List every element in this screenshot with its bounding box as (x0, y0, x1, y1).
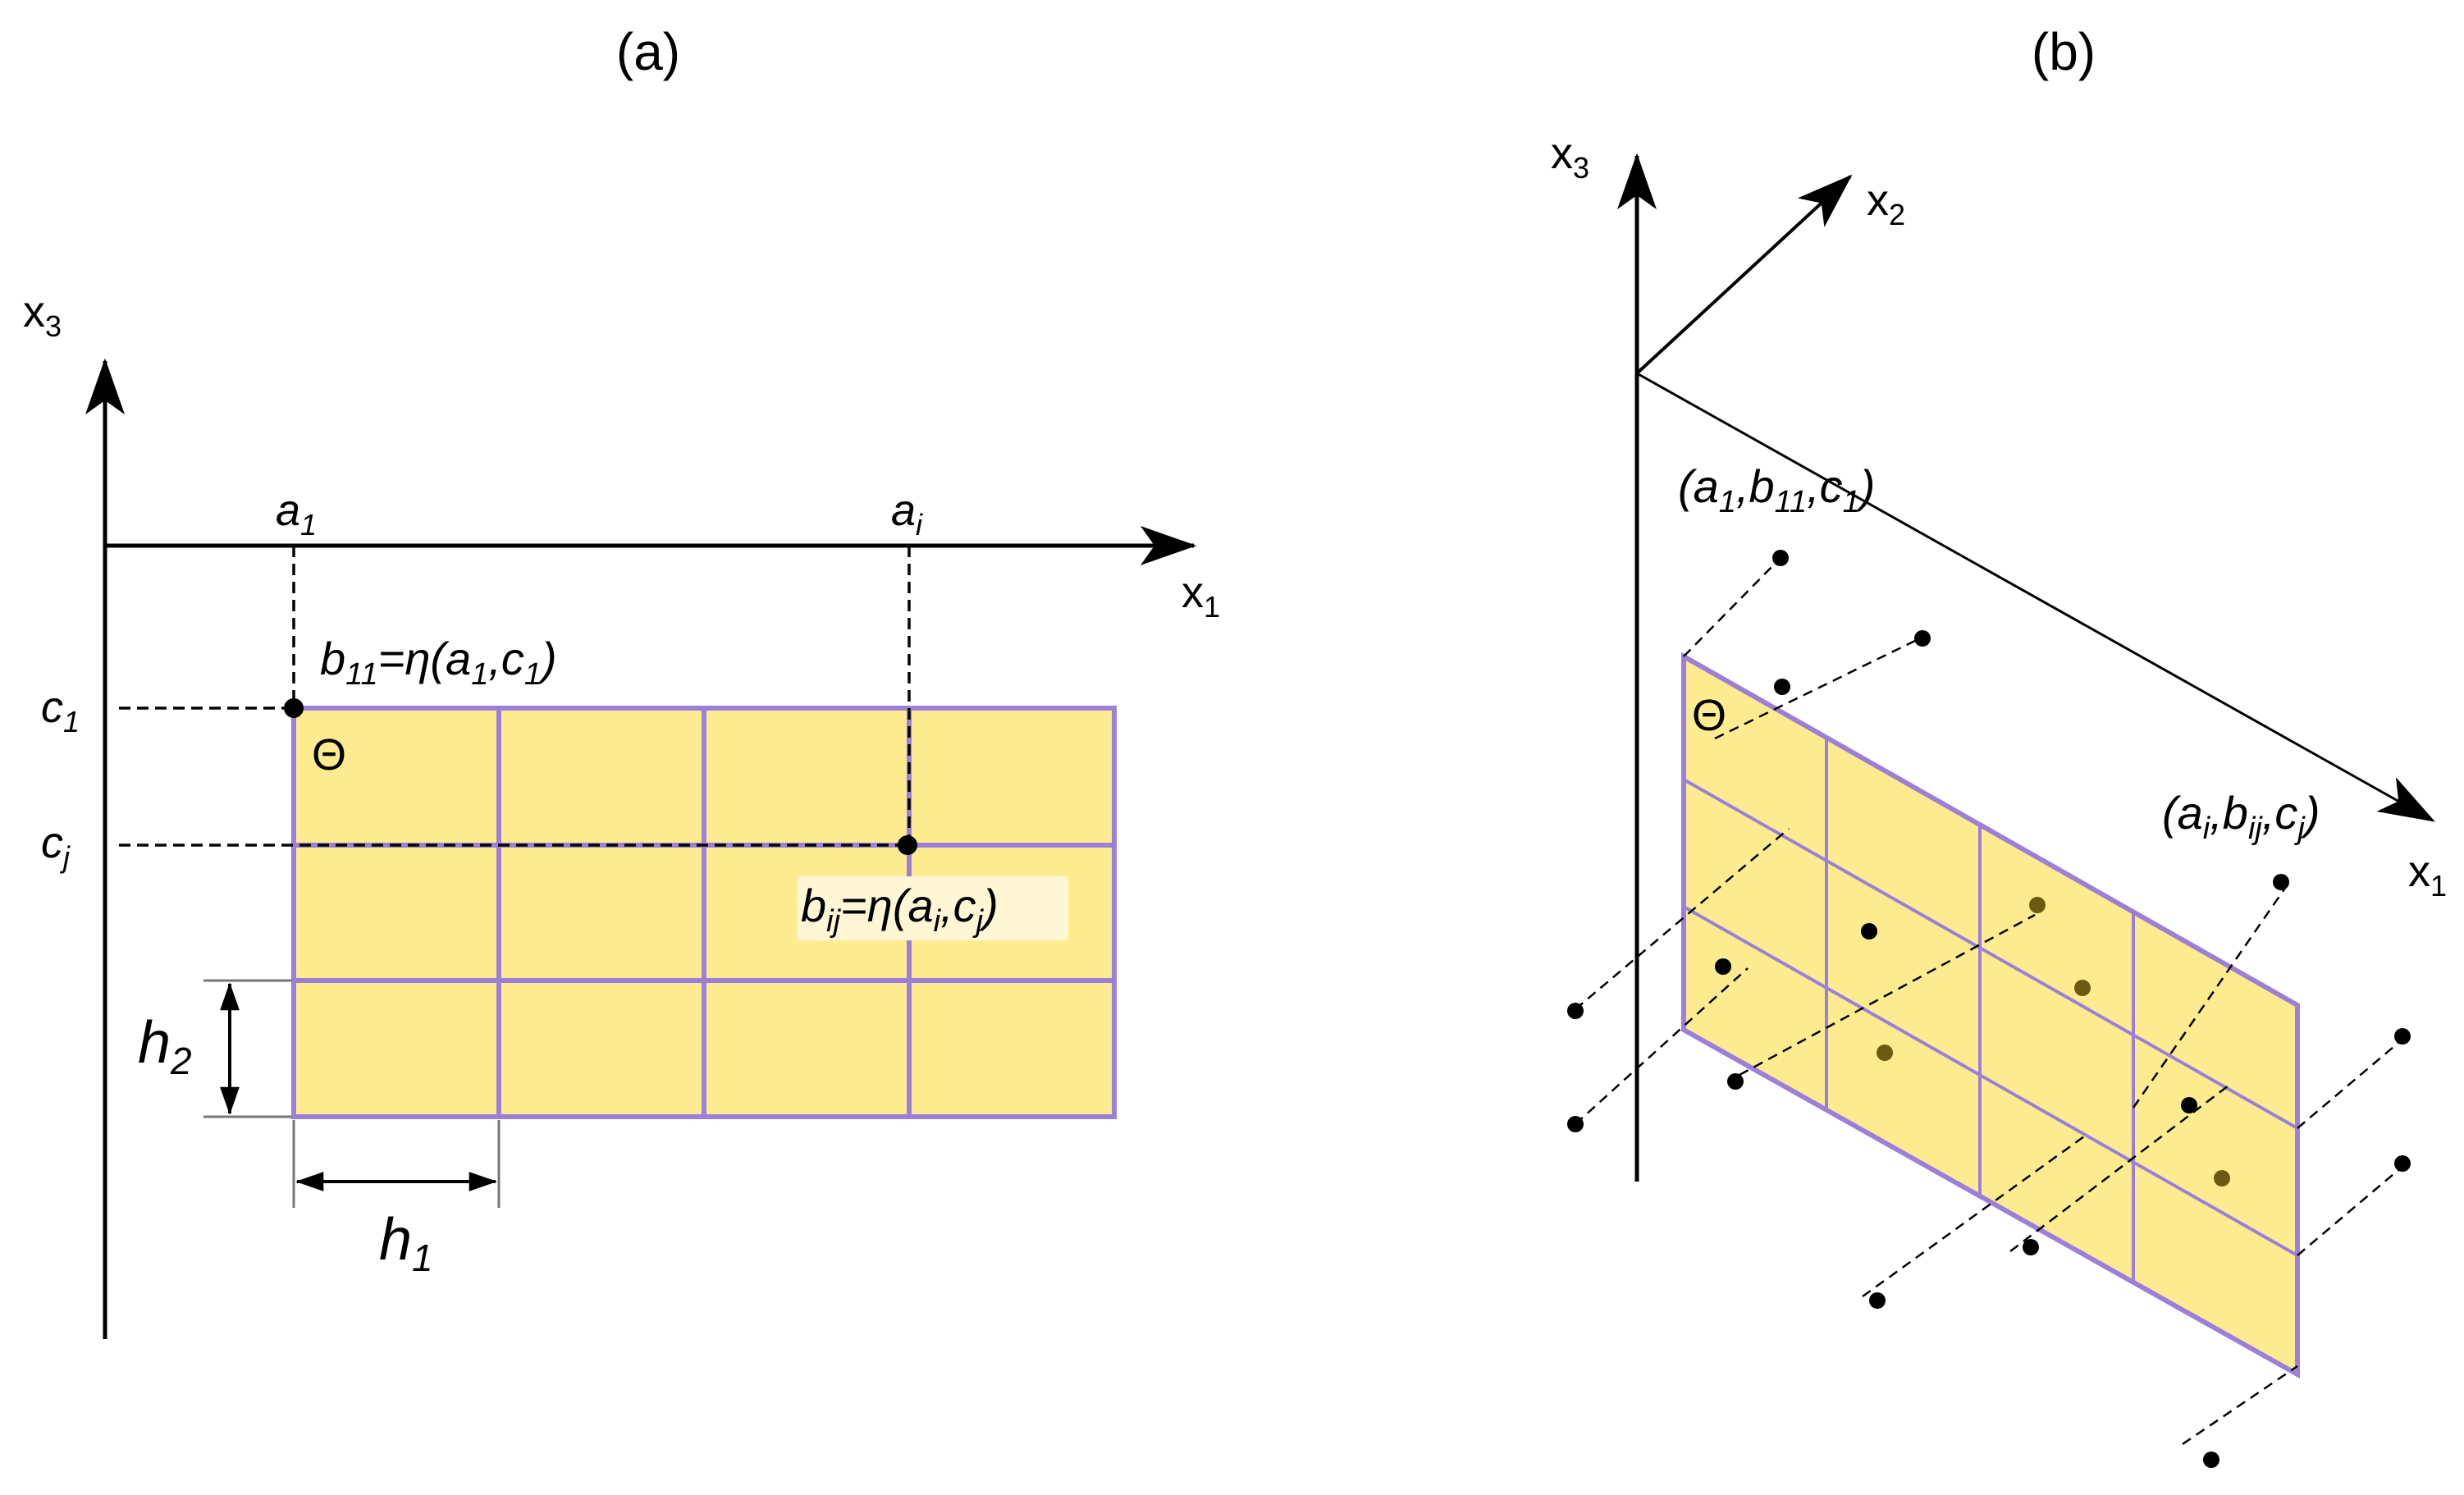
x3-axis-label-a: x3 (23, 287, 62, 343)
b11-label: b11=η(a1,c1) (320, 633, 557, 692)
x2-axis-b (1635, 174, 1853, 375)
panel-b-title: (b) (2032, 22, 2096, 81)
point-bij (898, 835, 917, 855)
ai-label: ai (891, 486, 923, 542)
panel-a: (a) (23, 22, 1220, 1339)
x1-axis-label-b: x1 (2408, 847, 2447, 903)
x1-axis-label-a: x1 (1182, 568, 1220, 624)
h2-label: h2 (138, 1010, 192, 1082)
dimension-h1 (292, 1120, 501, 1208)
point-b11 (284, 698, 304, 718)
panel-b: (b) (1551, 22, 2447, 1468)
depth-lines-b (1575, 557, 2405, 1446)
point-general-label: (ai,bij,cj) (2162, 787, 2320, 846)
x3-axis-label-b: x3 (1551, 129, 1589, 185)
points-visible-b (1567, 550, 2411, 1468)
point-first-label: (a1,b11,c1) (1678, 460, 1875, 519)
a1-label: a1 (276, 486, 317, 542)
h1-label: h1 (379, 1207, 433, 1279)
c1-label: c1 (41, 683, 80, 738)
dimension-h2 (203, 979, 292, 1118)
grid-lines-b (1683, 738, 2298, 1282)
guides-a (119, 546, 911, 847)
panel-a-title: (a) (616, 22, 680, 81)
bij-label-highlight (798, 876, 1068, 940)
theta-region-b (1681, 651, 2300, 1379)
x1-axis-b (1636, 372, 2435, 822)
cj-label: cj (41, 818, 71, 874)
theta-label-a: Θ (312, 730, 346, 780)
x2-axis-label-b: x2 (1867, 176, 1905, 231)
points-behind-b (1877, 897, 2230, 1186)
theta-label-b: Θ (1692, 691, 1726, 740)
